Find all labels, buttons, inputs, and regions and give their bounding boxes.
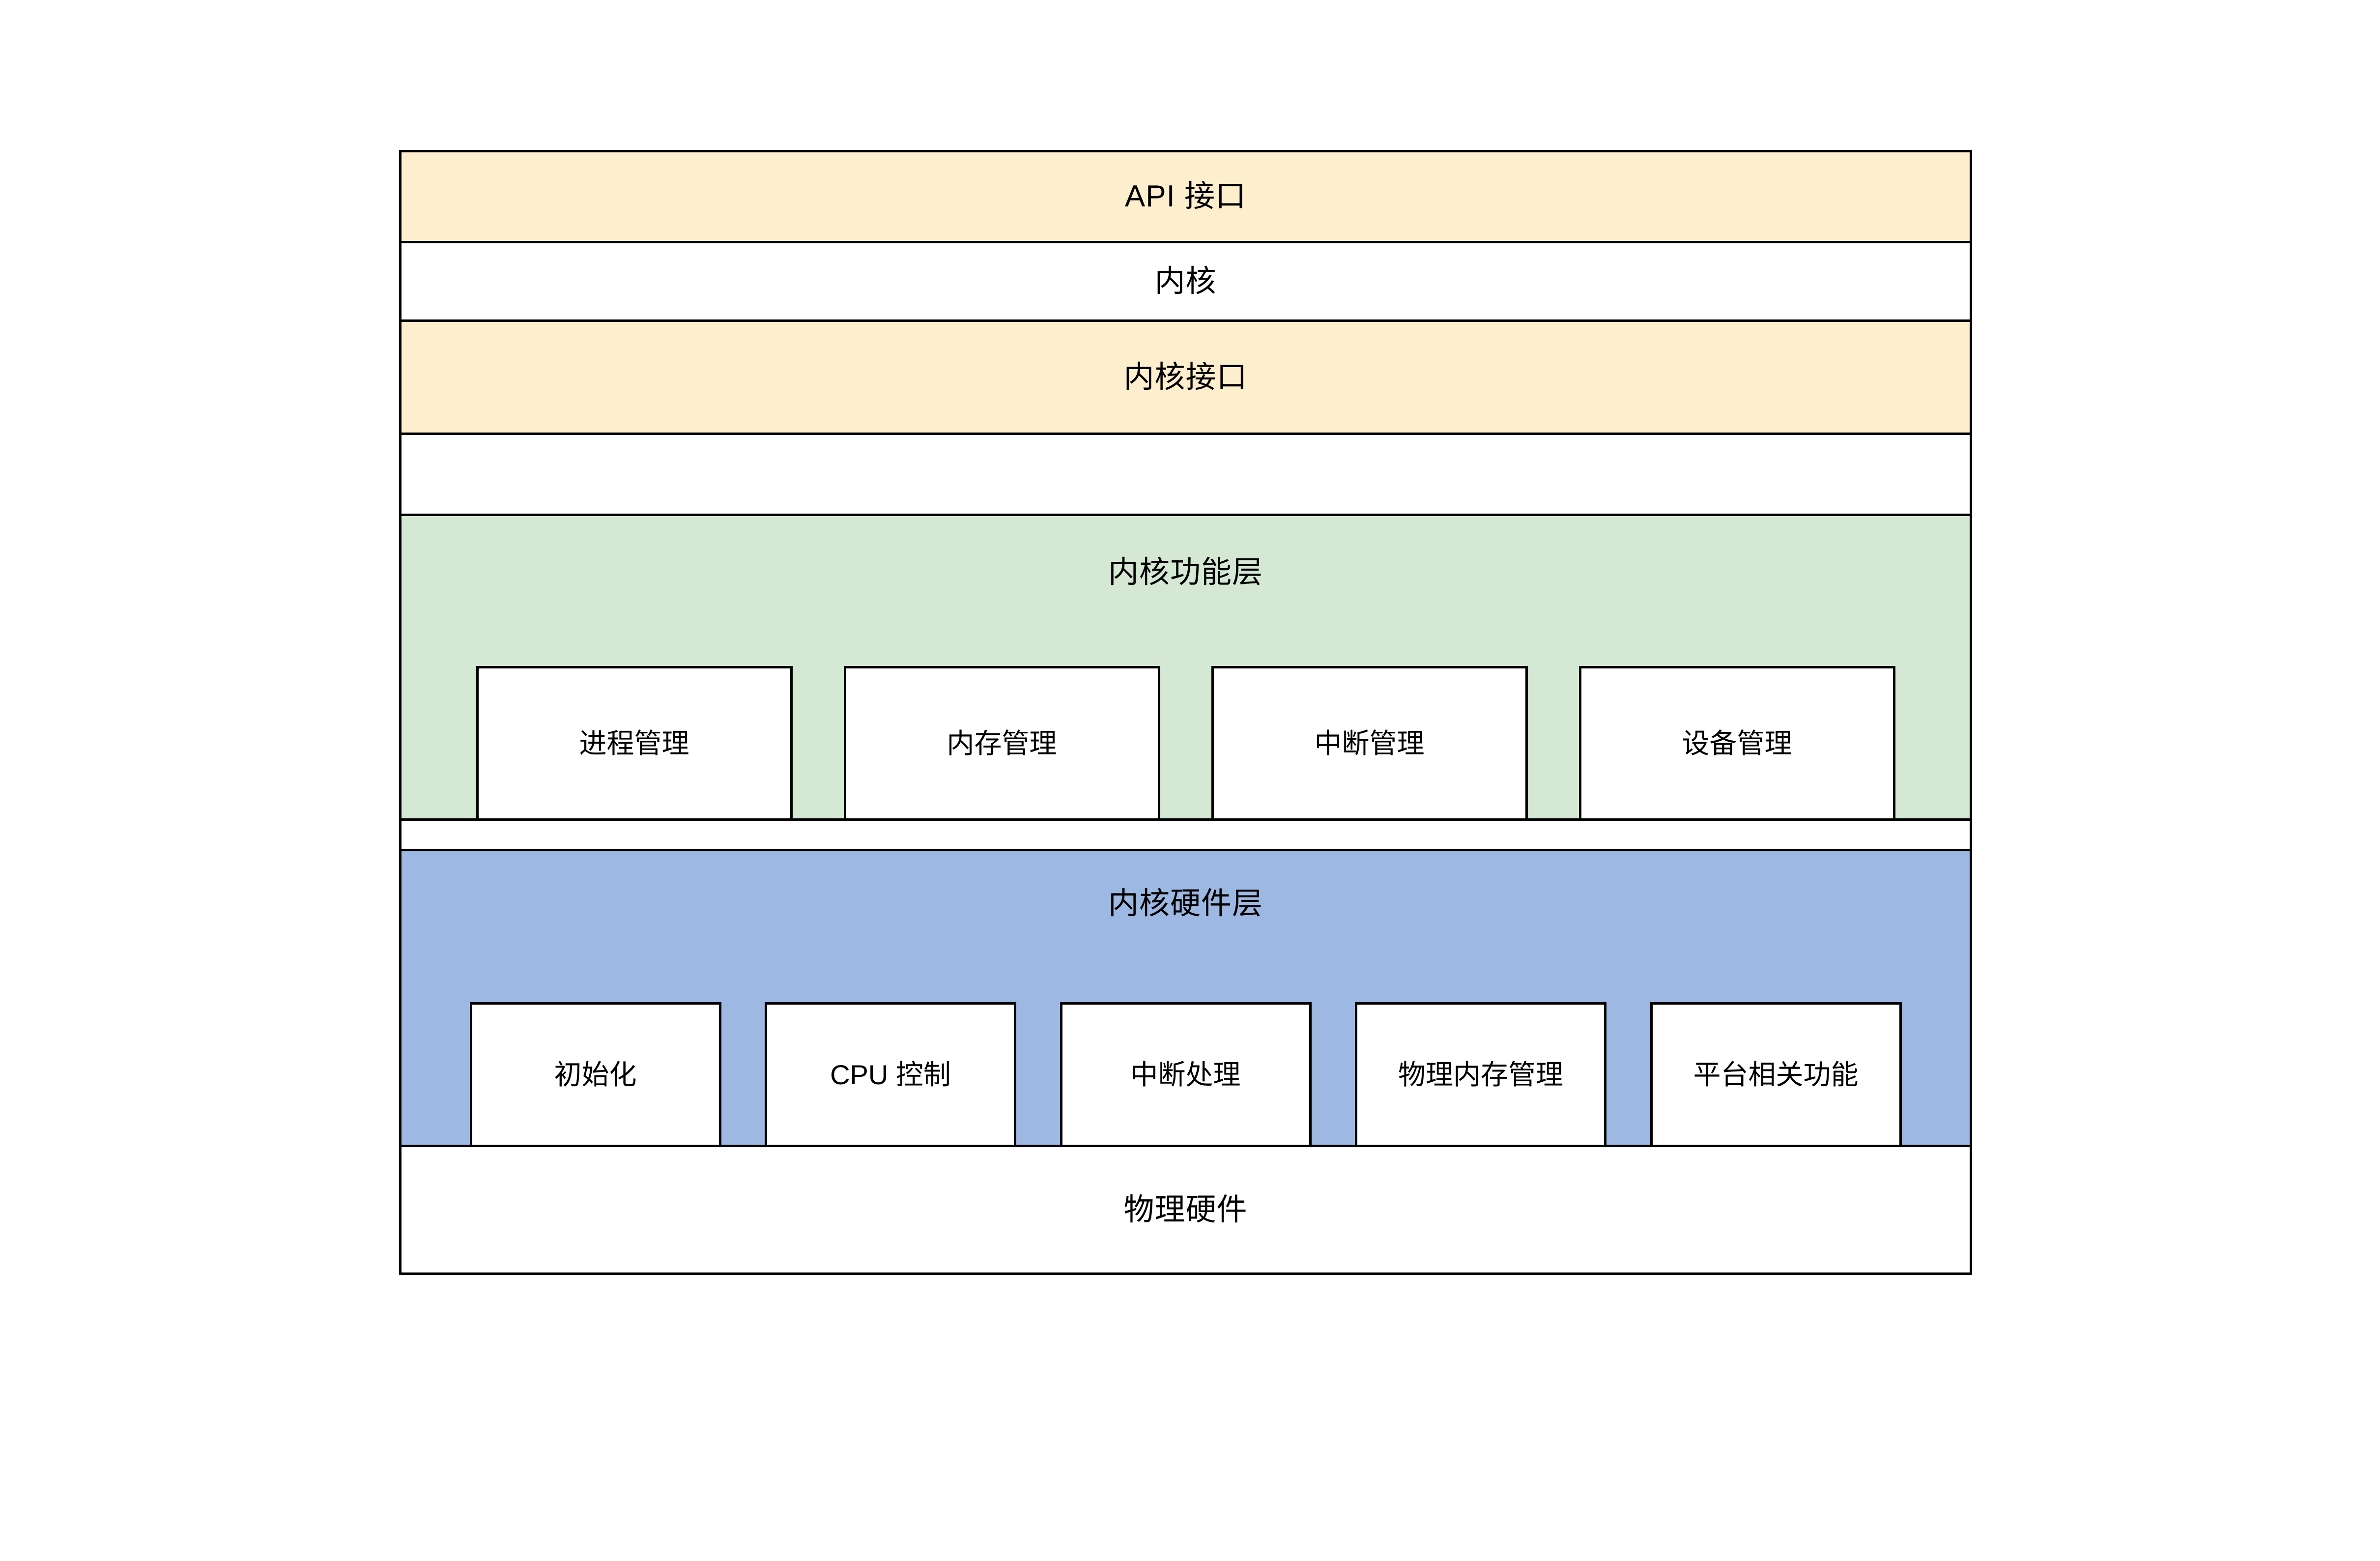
module-memory-management-label: 内存管理 xyxy=(946,727,1057,759)
module-physical-memory-management-label: 物理内存管理 xyxy=(1398,1059,1563,1090)
layer-kernel-interface: 内核接口 xyxy=(399,319,1972,433)
layer-kernel-function-label: 内核功能层 xyxy=(1108,555,1263,589)
module-interrupt-management[interactable]: 中断管理 xyxy=(1211,666,1528,818)
module-initialization[interactable]: 初始化 xyxy=(469,1002,721,1145)
module-initialization-label: 初始化 xyxy=(554,1059,637,1090)
layer-kernel-function: 内核功能层 进程管理 内存管理 中断管理 设备管理 xyxy=(399,514,1972,818)
layer-kernel-label: 内核 xyxy=(1154,264,1217,298)
module-cpu-control[interactable]: CPU 控制 xyxy=(765,1002,1016,1145)
layer-spacer-upper xyxy=(399,433,1972,514)
layer-kernel-interface-label: 内核接口 xyxy=(1123,360,1248,394)
module-interrupt-management-label: 中断管理 xyxy=(1314,727,1425,759)
kernel-architecture-diagram: API 接口 内核 内核接口 内核功能层 进程管理 内存管理 中断管理 xyxy=(399,150,1972,1275)
layer-spacer-lower xyxy=(399,818,1972,849)
layer-kernel-hardware: 内核硬件层 初始化 CPU 控制 中断处理 物理内存管理 平台相关功能 xyxy=(399,849,1972,1145)
function-module-row: 进程管理 内存管理 中断管理 设备管理 xyxy=(401,588,1970,818)
module-interrupt-handling-label: 中断处理 xyxy=(1130,1059,1241,1090)
module-platform-specific-functions[interactable]: 平台相关功能 xyxy=(1650,1002,1902,1145)
layer-physical-hardware: 物理硬件 xyxy=(399,1145,1972,1275)
layer-kernel-hardware-label: 内核硬件层 xyxy=(1108,887,1263,921)
module-device-management-label: 设备管理 xyxy=(1682,727,1792,759)
module-process-management-label: 进程管理 xyxy=(579,727,689,759)
module-interrupt-handling[interactable]: 中断处理 xyxy=(1060,1002,1312,1145)
module-platform-specific-functions-label: 平台相关功能 xyxy=(1693,1059,1859,1090)
layer-physical-hardware-label: 物理硬件 xyxy=(1123,1192,1248,1227)
module-memory-management[interactable]: 内存管理 xyxy=(843,666,1160,818)
hardware-module-row: 初始化 CPU 控制 中断处理 物理内存管理 平台相关功能 xyxy=(401,919,1970,1145)
layer-api-interface-label: API 接口 xyxy=(1124,179,1247,213)
layer-api-interface: API 接口 xyxy=(399,150,1972,241)
module-process-management[interactable]: 进程管理 xyxy=(476,666,793,818)
module-device-management[interactable]: 设备管理 xyxy=(1578,666,1895,818)
module-cpu-control-label: CPU 控制 xyxy=(830,1059,951,1090)
layer-kernel: 内核 xyxy=(399,241,1972,319)
module-physical-memory-management[interactable]: 物理内存管理 xyxy=(1355,1002,1606,1145)
